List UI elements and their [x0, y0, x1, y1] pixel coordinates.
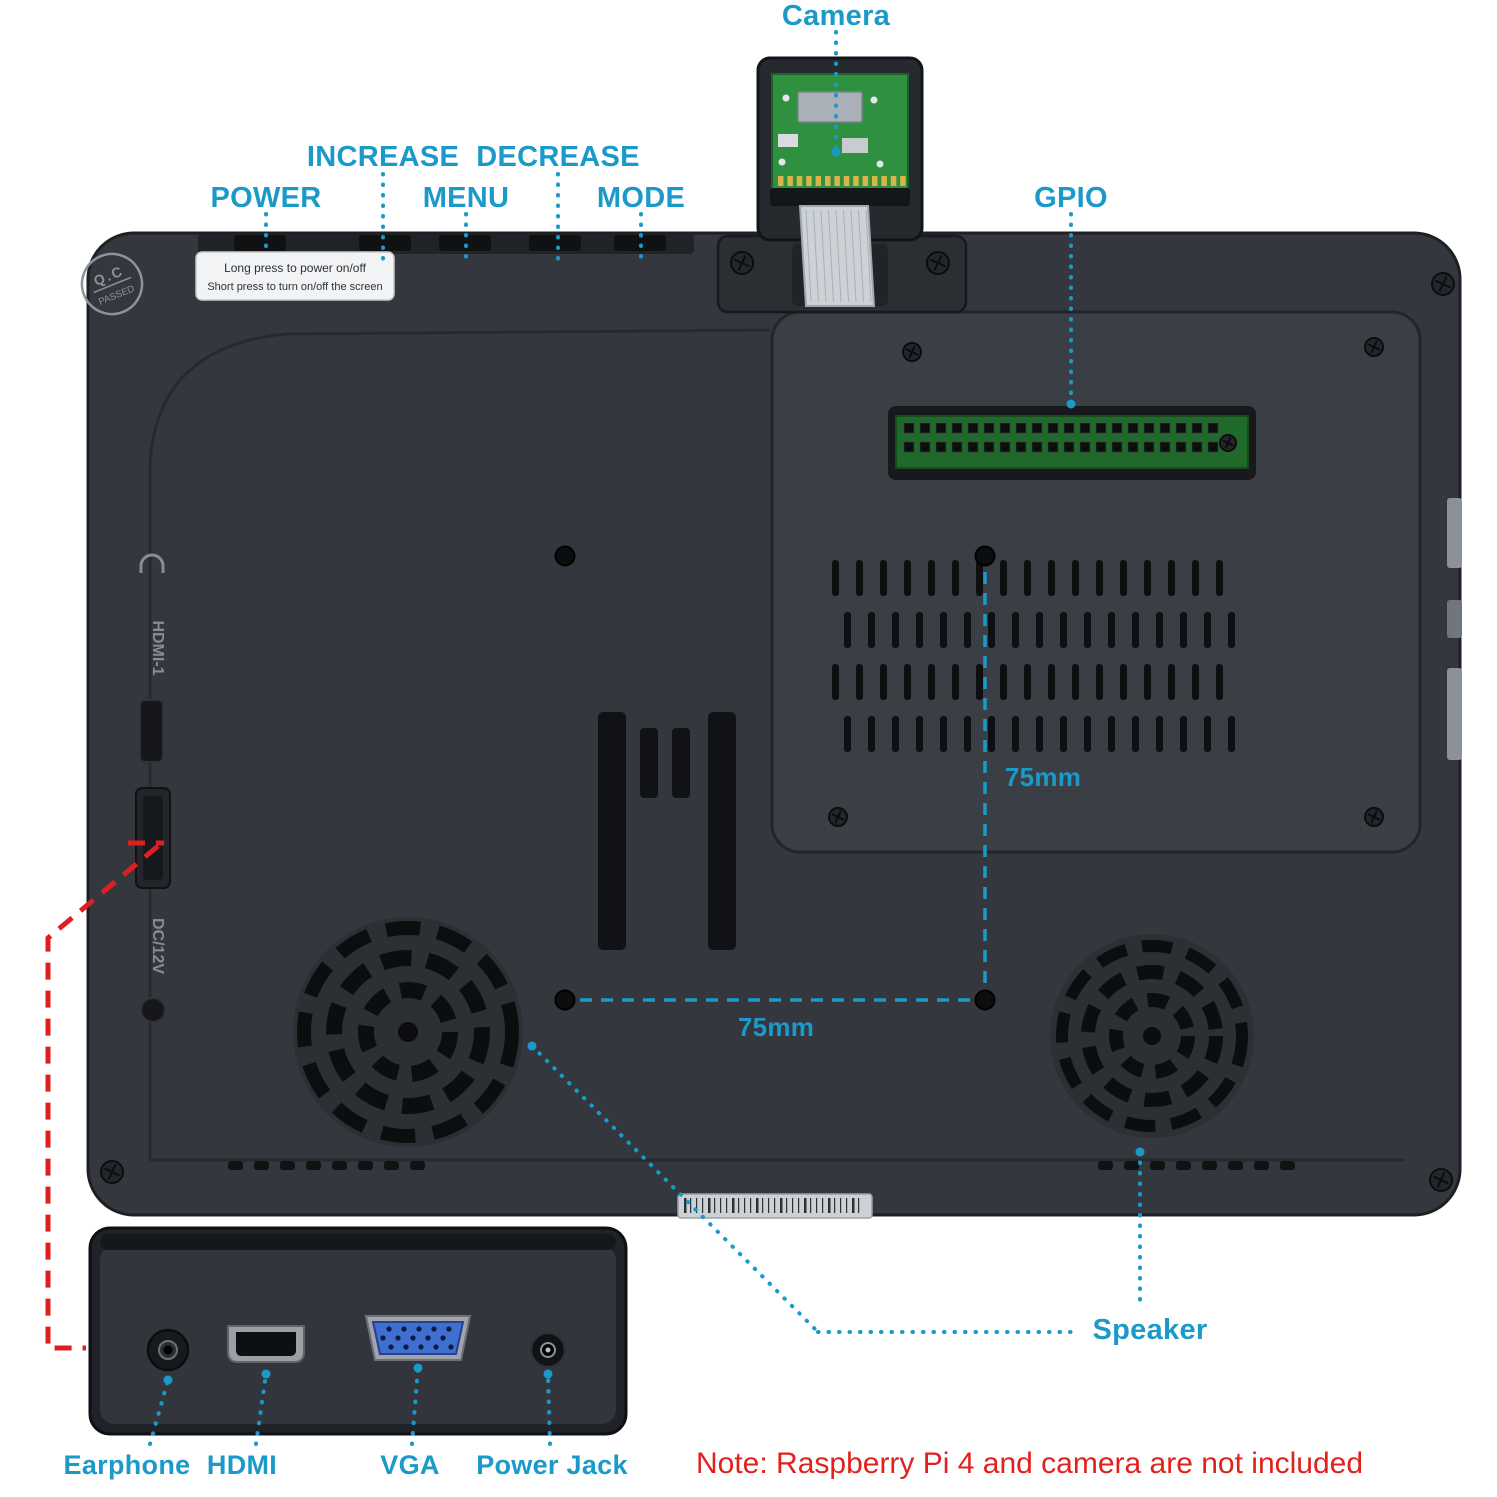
- increase-label: INCREASE: [306, 141, 460, 173]
- top-buttons: [234, 235, 666, 251]
- sticker-line1: Long press to power on/off: [224, 261, 367, 275]
- barcode-sticker: [677, 1193, 873, 1219]
- earphone-jack: [146, 1328, 190, 1372]
- mode-label: MODE: [596, 182, 686, 214]
- power-jack-port: [529, 1331, 567, 1369]
- leader-endpoint-dots: [163, 147, 1145, 1385]
- vesa-horizontal-dimension: 75mm: [737, 1012, 815, 1042]
- gpio-pins: [903, 422, 1219, 453]
- pi-compartment: [770, 310, 1422, 854]
- right-edge-connectors: [1447, 498, 1462, 760]
- power-jack-label: Power Jack: [476, 1450, 628, 1480]
- vga-label: VGA: [380, 1450, 440, 1480]
- ports-closeup: [88, 1226, 628, 1436]
- cooling-vents: [832, 560, 1235, 752]
- decrease-label: DECREASE: [476, 141, 640, 173]
- vga-port: [364, 1315, 472, 1361]
- vesa-measure-lines: [580, 572, 987, 1002]
- side-ports: HDMI-1 DC/12V: [135, 553, 171, 1023]
- callout-leader-lines: [148, 30, 1142, 1446]
- camera-module: [756, 56, 924, 242]
- sticker-line2: Short press to turn on/off the screen: [207, 281, 382, 293]
- red-connection-path: [45, 840, 164, 1351]
- bottom-edge-vents: [228, 1161, 1295, 1170]
- camera-ribbon-cable: [798, 205, 876, 307]
- mount-slots: [598, 712, 736, 950]
- exclusion-note: Note: Raspberry Pi 4 and camera are not …: [696, 1447, 1364, 1480]
- side-power-marking: DC/12V: [149, 918, 166, 974]
- hdmi-port: [227, 1325, 305, 1363]
- instruction-sticker: Long press to power on/off Short press t…: [195, 251, 395, 301]
- power-label: POWER: [210, 182, 322, 214]
- speaker-left: [293, 917, 523, 1147]
- vesa-vertical-dimension: 75mm: [1004, 762, 1082, 792]
- vesa-holes: [554, 545, 996, 1011]
- earphone-label: Earphone: [63, 1450, 191, 1480]
- gpio-label: GPIO: [1034, 182, 1108, 214]
- hdmi-label: HDMI: [206, 1450, 278, 1480]
- side-hdmi-marking: HDMI-1: [149, 620, 166, 675]
- speaker-right: [1050, 934, 1254, 1138]
- headphone-icon: [139, 553, 165, 573]
- menu-label: MENU: [422, 182, 510, 214]
- camera-label: Camera: [781, 0, 891, 32]
- speaker-label: Speaker: [1092, 1314, 1208, 1346]
